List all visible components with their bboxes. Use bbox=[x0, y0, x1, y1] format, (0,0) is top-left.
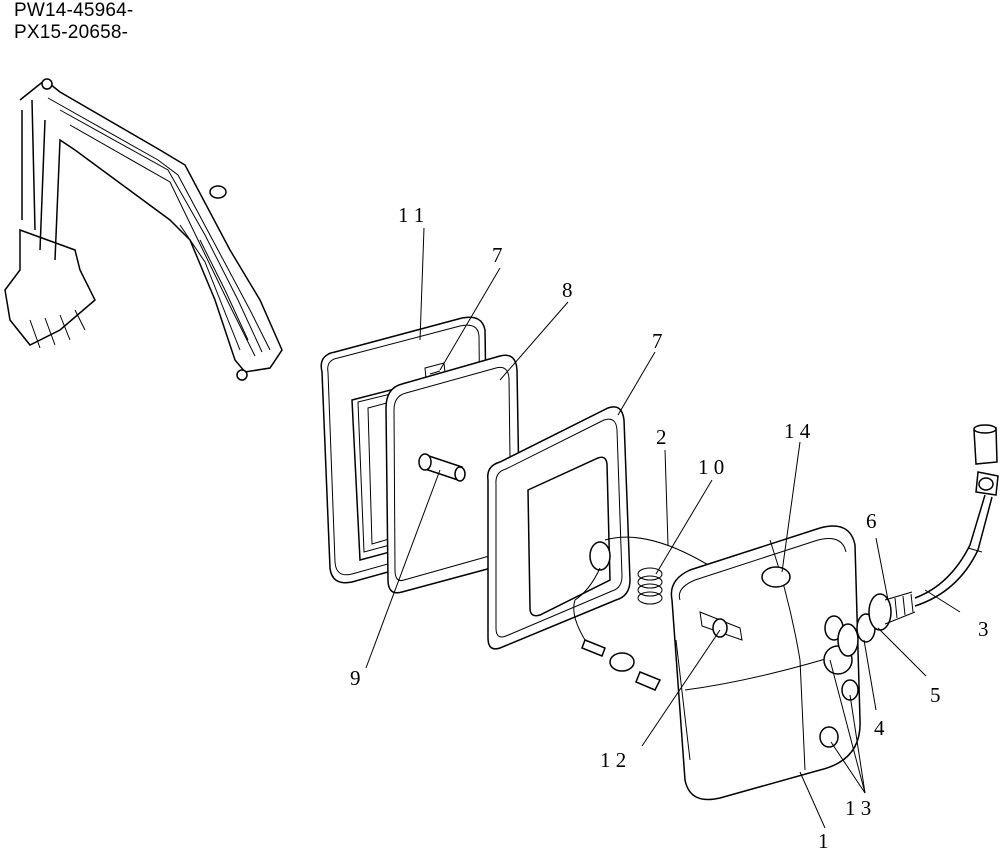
callout-7-lens: 7 bbox=[652, 329, 663, 353]
callout-13: 1 3 bbox=[845, 796, 871, 820]
parts-4-5-6-grommet-nut bbox=[837, 591, 916, 657]
callout-14: 1 4 bbox=[784, 419, 811, 443]
callout-10: 1 0 bbox=[698, 455, 724, 479]
callout-3: 3 bbox=[978, 617, 989, 641]
part-3-cable bbox=[914, 424, 999, 607]
callout-8: 8 bbox=[562, 278, 573, 302]
callout-12: 1 2 bbox=[600, 748, 626, 772]
serial-range-2: PX15-20658- bbox=[14, 22, 129, 43]
part-9-bulb bbox=[418, 453, 466, 482]
part-7-lens bbox=[487, 406, 631, 650]
callout-9: 9 bbox=[350, 666, 361, 690]
callout-6: 6 bbox=[866, 509, 877, 533]
excavator-arm-illustration bbox=[4, 78, 283, 381]
serial-range-1: PW14-45964- bbox=[14, 0, 134, 21]
part-1-housing bbox=[670, 525, 861, 801]
part-10-spring bbox=[637, 567, 663, 605]
callout-1: 1 bbox=[818, 829, 829, 853]
leader-lines bbox=[365, 227, 961, 829]
callout-2: 2 bbox=[656, 425, 667, 449]
callout-7-reflector: 7 bbox=[492, 243, 503, 267]
callout-4: 4 bbox=[874, 716, 885, 740]
callout-5: 5 bbox=[930, 683, 941, 707]
callout-11: 1 1 bbox=[398, 203, 424, 227]
socket-wiring bbox=[573, 536, 761, 691]
